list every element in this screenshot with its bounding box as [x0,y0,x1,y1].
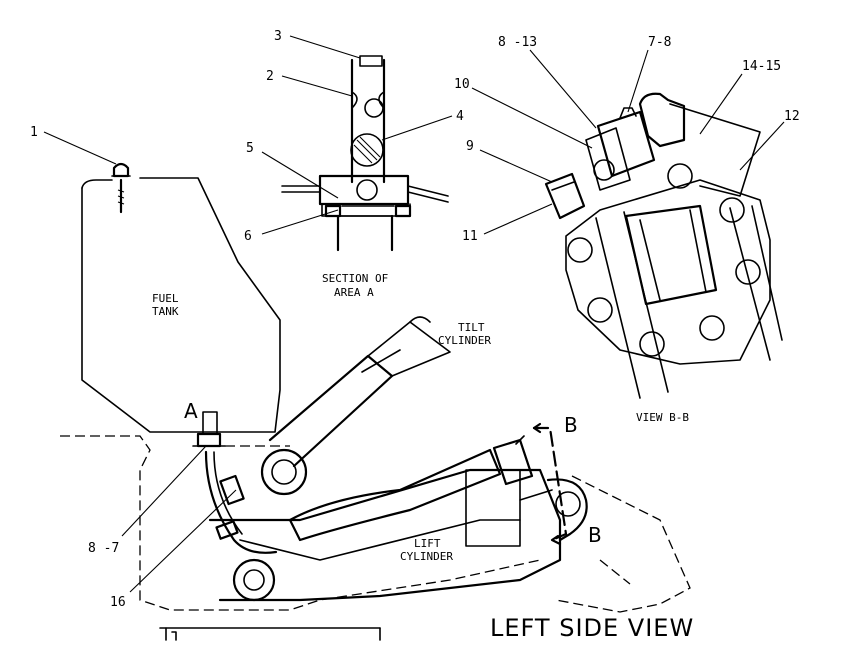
left-side-view-title: LEFT SIDE VIEW [490,614,694,642]
lift-cylinder-label-line2: CYLINDER [400,550,453,563]
callout-4: 4 [456,109,464,124]
fuel-tank-label-line2: TANK [152,305,179,318]
view-bb-detail [544,92,783,399]
fuel-tank [81,162,281,448]
callout-7-8: 7-8 [648,35,671,50]
callout-16: 16 [110,595,126,610]
callout-8-7: 8 -7 [88,541,119,556]
area-a-marker: A [184,399,198,423]
callout-10: 10 [454,77,470,92]
tilt-cylinder-label-line2: CYLINDER [438,334,491,347]
callout-14-15: 14-15 [742,59,781,74]
section-label-line2: AREA A [334,286,374,299]
callout-12: 12 [784,109,800,124]
callout-3: 3 [274,29,282,44]
section-cut-bb [532,422,568,546]
left-side-view [60,316,691,641]
fuel-tank-label-line1: FUEL [152,292,179,305]
callout-11: 11 [462,229,478,244]
section-b-bottom-label: B [588,523,602,547]
callout-5: 5 [246,141,254,156]
tilt-cylinder-label-line1: TILT [458,321,485,334]
section-area-a [281,55,449,252]
section-b-top-label: B [564,413,578,437]
callout-8-13: 8 -13 [498,35,537,50]
section-label-line1: SECTION OF [322,272,388,285]
view-bb-label: VIEW B-B [636,411,689,424]
callout-9: 9 [466,139,474,154]
callout-2: 2 [266,69,274,84]
callout-6: 6 [244,229,252,244]
lift-cylinder-label-line1: LIFT [414,537,441,550]
callout-1: 1 [30,125,38,140]
